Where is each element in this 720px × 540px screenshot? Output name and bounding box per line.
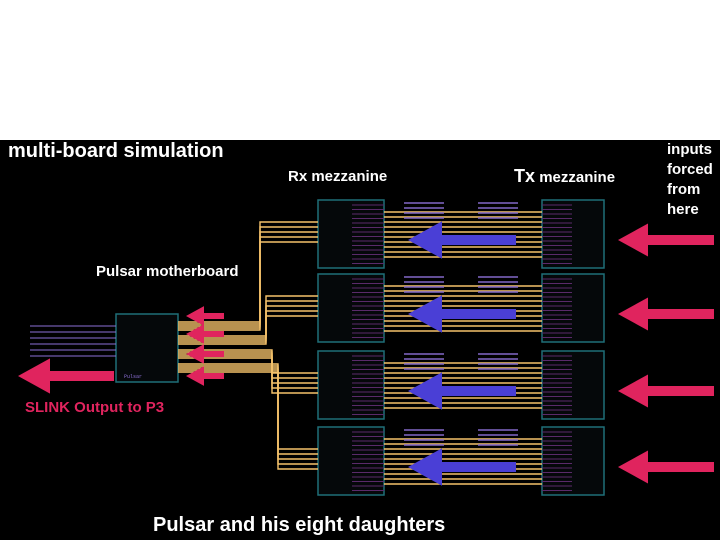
slide-top-margin: [0, 0, 720, 140]
bundle-1-wire-5: [178, 241, 318, 331]
rx-signal-label-4-0: [404, 429, 444, 431]
bundle-4-wire-4: [178, 369, 318, 465]
tx-label-suffix: mezzanine: [539, 169, 616, 186]
input-arrow-1: [618, 223, 714, 257]
rx-board-3: [317, 350, 385, 420]
motherboard-input-arrow-4: [186, 366, 224, 386]
rx-signal-label-3-1: [404, 358, 444, 360]
tx-signal-label-4-0: [478, 429, 518, 431]
inputs-forced-label: inputs forced from here: [667, 141, 713, 218]
tx-board-4: [541, 426, 605, 496]
tx-signal-label-1-1: [478, 207, 518, 209]
rx-signal-label-1-2: [404, 212, 444, 214]
tx-signal-label-1-2: [478, 212, 518, 214]
input-arrow-4: [618, 450, 714, 484]
rx-signal-label-4-3: [404, 444, 444, 446]
diagram-area: Pulsar multi-board simulation Rx mezzani…: [0, 140, 720, 540]
tx-signal-label-3-2: [478, 363, 518, 365]
data-flow-arrow-4: [408, 448, 516, 486]
slide-title: multi-board simulation: [8, 140, 224, 162]
rx-signal-label-2-2: [404, 286, 444, 288]
rx-signal-label-3-2: [404, 363, 444, 365]
motherboard-chip-label: Pulsar: [124, 374, 142, 380]
tx-signal-label-2-3: [478, 291, 518, 293]
tx-signal-label-3-1: [478, 358, 518, 360]
tx-board-1: [541, 199, 605, 269]
tx-board-2: [541, 273, 605, 343]
rx-signal-label-4-1: [404, 434, 444, 436]
motherboard-input-arrow-1: [186, 306, 224, 326]
tx-signal-label-2-0: [478, 276, 518, 278]
slink-output-arrow: [18, 358, 114, 394]
tx-signal-label-4-3: [478, 444, 518, 446]
rx-signal-label-4-2: [404, 439, 444, 441]
pulsar-motherboard-label: Pulsar motherboard: [96, 263, 239, 280]
tx-label-prefix: Tx: [514, 166, 536, 186]
rx-signal-label-2-3: [404, 291, 444, 293]
motherboard-input-arrow-2: [186, 324, 224, 344]
bundle-3-wire-5: [178, 357, 318, 394]
tx-signal-label-2-1: [478, 281, 518, 283]
input-arrow-3: [618, 374, 714, 408]
wiring-diagram: Pulsar: [18, 199, 714, 496]
tx-signal-label-3-0: [478, 353, 518, 355]
data-flow-arrow-3: [408, 372, 516, 410]
rx-board-1: [317, 199, 385, 269]
rx-signal-label-1-3: [404, 217, 444, 219]
data-flow-arrow-2: [408, 295, 516, 333]
tx-signal-label-3-3: [478, 368, 518, 370]
tx-signal-label-1-3: [478, 217, 518, 219]
motherboard: [115, 313, 179, 383]
rx-board-2: [317, 273, 385, 343]
rx-signal-label-1-1: [404, 207, 444, 209]
motherboard-input-arrow-3: [186, 344, 224, 364]
rx-signal-label-1-0: [404, 202, 444, 204]
rx-board-4: [317, 426, 385, 496]
rx-signal-label-3-0: [404, 353, 444, 355]
data-flow-arrow-1: [408, 221, 516, 259]
bottom-caption: Pulsar and his eight daughters: [153, 514, 446, 536]
rx-signal-label-2-1: [404, 281, 444, 283]
slink-output-label: SLINK Output to P3: [25, 399, 165, 416]
input-arrow-2: [618, 297, 714, 331]
tx-signal-label-4-1: [478, 434, 518, 436]
bundle-2-wire-5: [178, 315, 318, 345]
rx-signal-label-2-0: [404, 276, 444, 278]
rx-signal-label-3-3: [404, 368, 444, 370]
tx-signal-label-1-0: [478, 202, 518, 204]
tx-signal-label-4-2: [478, 439, 518, 441]
tx-board-3: [541, 350, 605, 420]
tx-signal-label-2-2: [478, 286, 518, 288]
rx-mezzanine-label: Rx mezzanine: [288, 168, 388, 185]
bundle-4-wire-5: [178, 371, 318, 470]
tx-mezzanine-label: Tx mezzanine: [514, 166, 615, 187]
